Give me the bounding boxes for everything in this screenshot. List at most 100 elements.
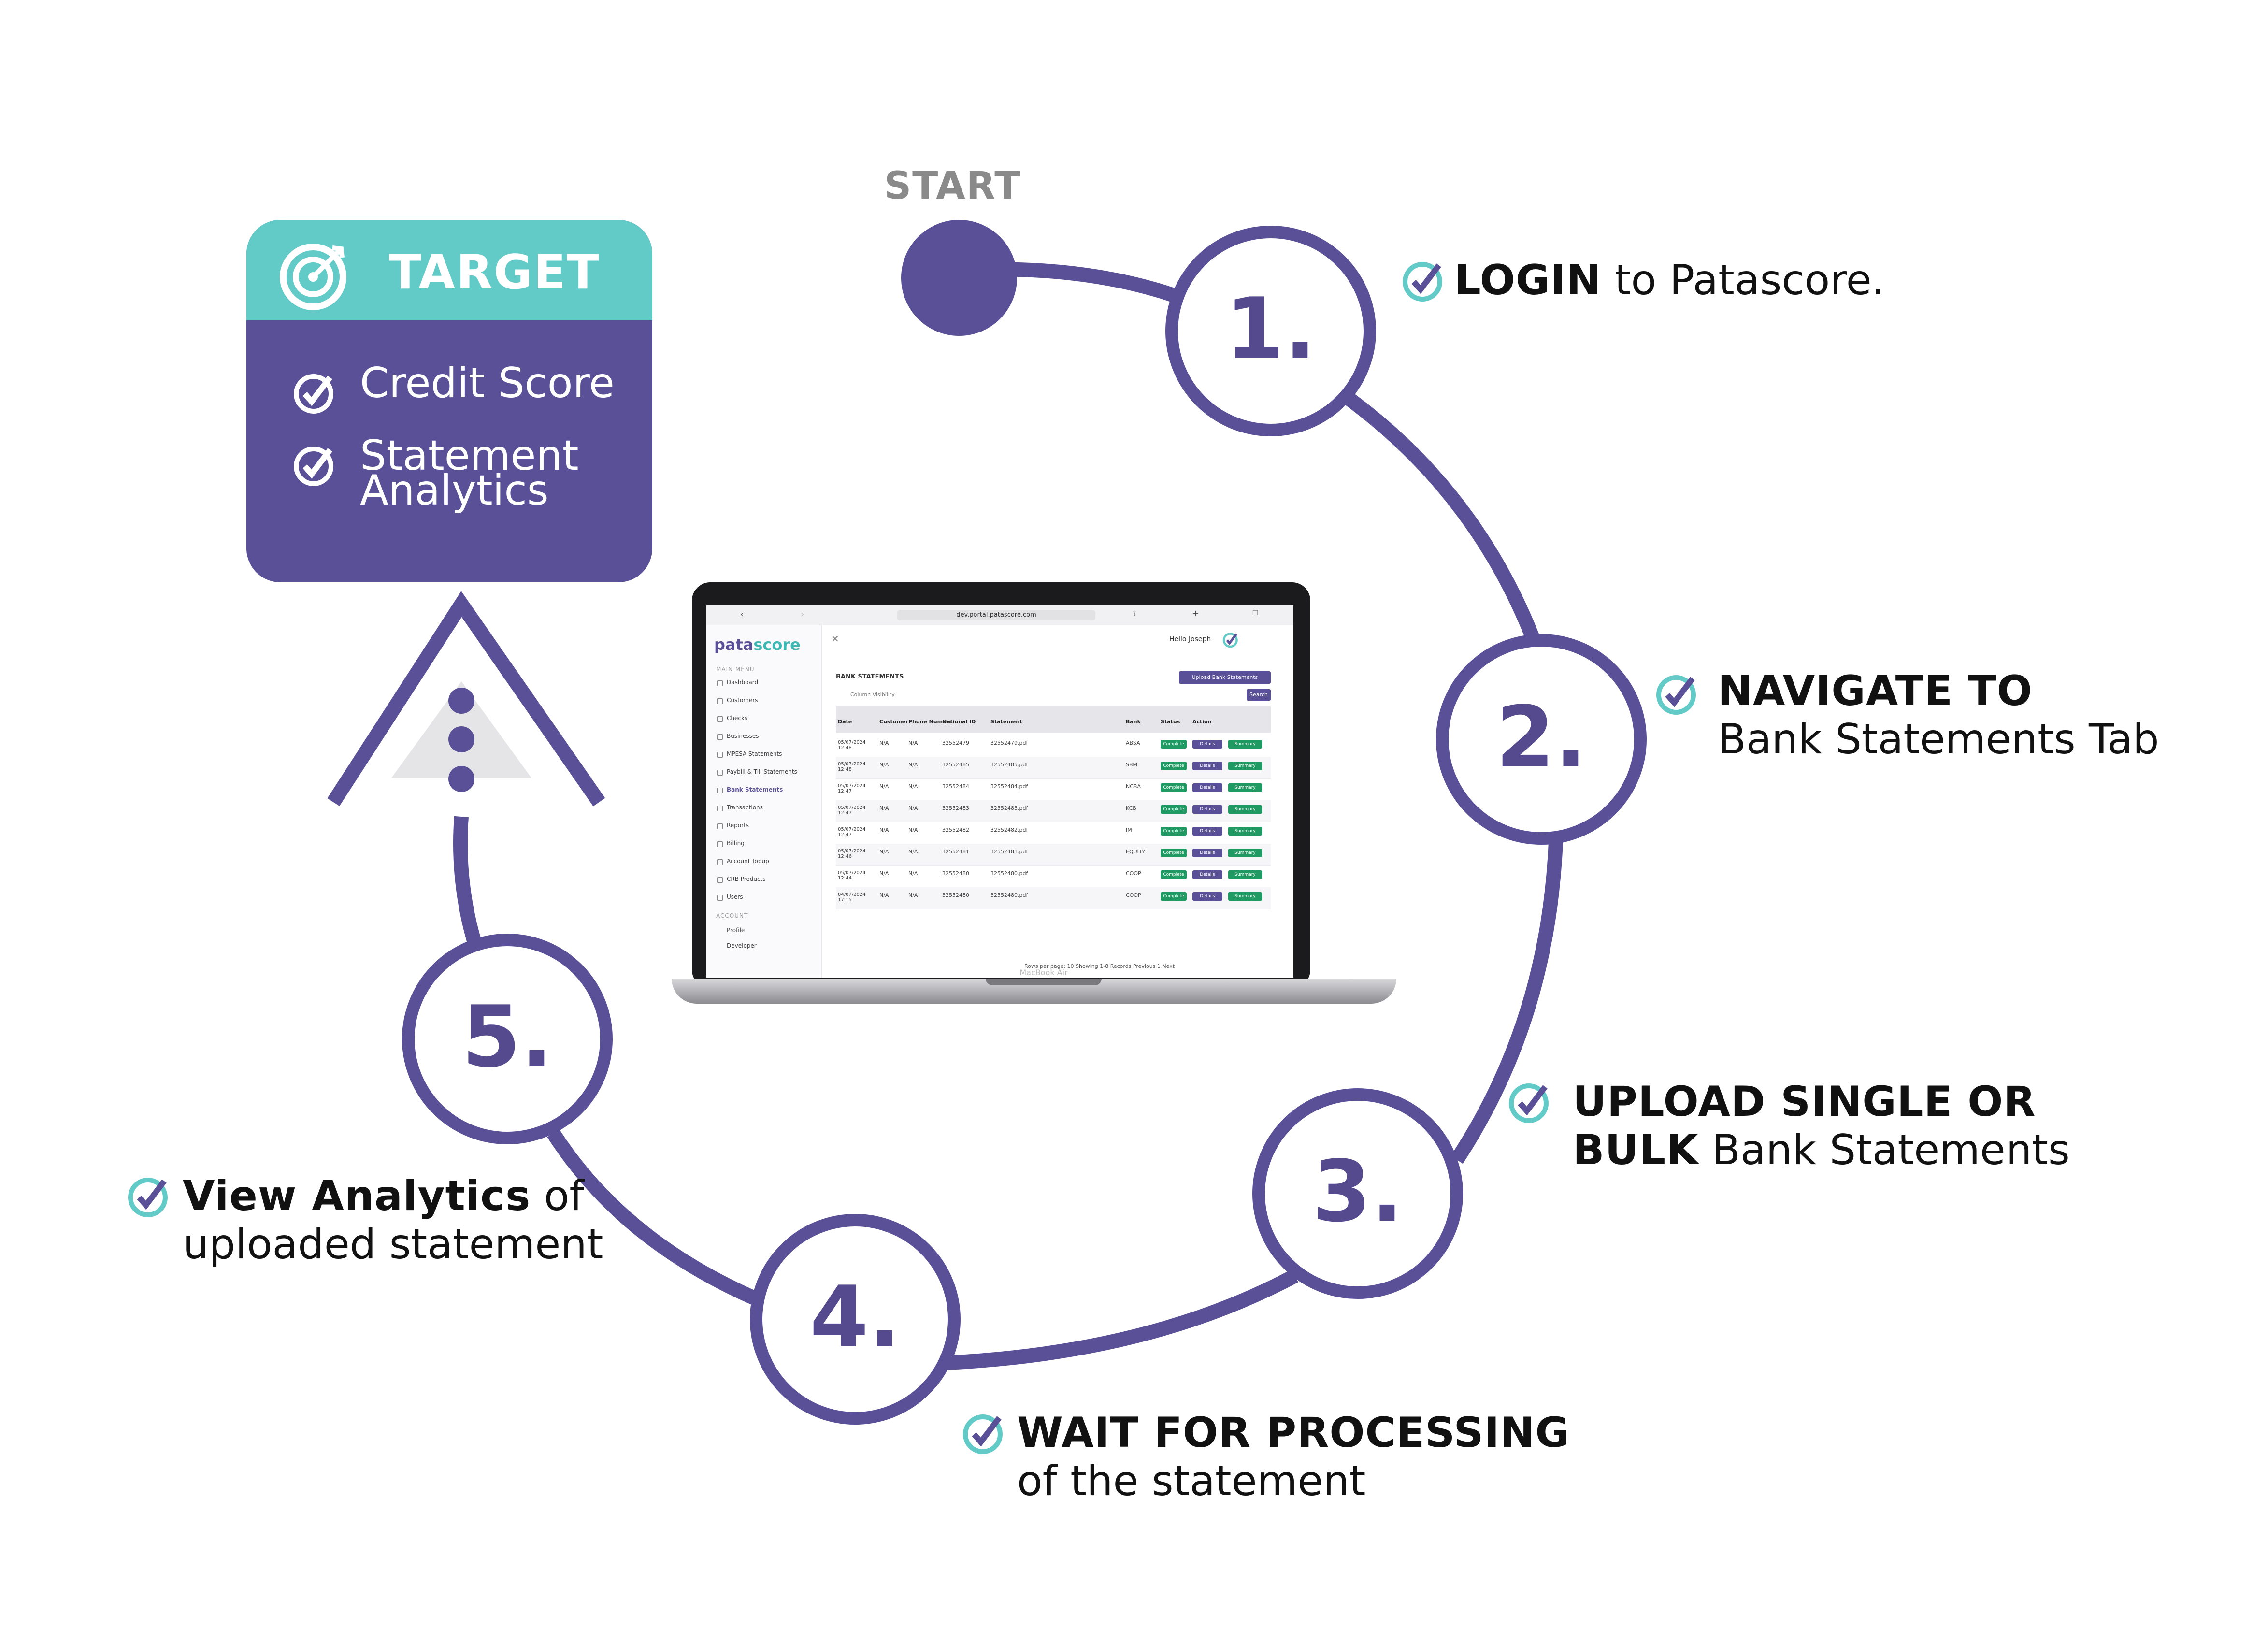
summary-button[interactable]: Summary (1228, 870, 1262, 879)
sidebar-item-dashboard[interactable]: Dashboard (727, 679, 759, 686)
summary-button[interactable]: Summary (1228, 762, 1262, 770)
step-2-line2: Bank Statements Tab (1718, 715, 2159, 764)
menu-item-icon (717, 698, 723, 704)
table-cell: 05/07/2024 12:47 (838, 783, 866, 794)
table-cell: SBM (1126, 762, 1138, 768)
sidebar-item-account-topup[interactable]: Account Topup (727, 858, 769, 865)
pagination[interactable]: Rows per page: 10 Showing 1-8 Records Pr… (1024, 963, 1175, 969)
table-cell: 05/07/2024 12:47 (838, 827, 866, 837)
sidebar-item-transactions[interactable]: Transactions (727, 804, 763, 811)
details-button[interactable]: Details (1192, 827, 1222, 836)
step-5-number: 5. (461, 988, 553, 1086)
sidebar-item-profile[interactable]: Profile (727, 927, 745, 934)
column-visibility-dropdown[interactable]: Column Visibility (850, 692, 895, 698)
sidebar-item-users[interactable]: Users (727, 894, 743, 900)
menu-item-icon (717, 841, 723, 847)
table-cell: 05/07/2024 12:47 (838, 805, 866, 816)
arrow-dot-2 (448, 726, 474, 752)
status-badge: Complete (1161, 740, 1187, 749)
sidebar-item-reports[interactable]: Reports (727, 822, 749, 829)
step-3-bold: UPLOAD SINGLE OR (1573, 1078, 2036, 1126)
upload-bank-statements-button[interactable]: Upload Bank Statements (1179, 671, 1271, 684)
summary-button[interactable]: Summary (1228, 805, 1262, 814)
check-icon (1509, 1083, 1549, 1123)
table-cell: N/A (879, 827, 889, 833)
patascore-logo: patascore (714, 635, 801, 654)
details-button[interactable]: Details (1192, 762, 1222, 770)
menu-item-icon (717, 680, 723, 686)
step-3-number: 3. (1312, 1143, 1404, 1241)
sidebar-item-businesses[interactable]: Businesses (727, 733, 759, 739)
column-header: National ID (942, 719, 976, 725)
summary-button[interactable]: Summary (1228, 783, 1262, 792)
summary-button[interactable]: Summary (1228, 740, 1262, 749)
summary-button[interactable]: Summary (1228, 892, 1262, 901)
back-icon[interactable]: ‹ (740, 609, 744, 620)
url-bar[interactable]: dev.portal.patascore.com (897, 610, 1095, 620)
path-4-to-5 (547, 1129, 761, 1307)
table-cell: 32552485 (942, 762, 969, 768)
laptop-notch (986, 979, 1102, 985)
target-icon (280, 244, 346, 310)
step-3-text: UPLOAD SINGLE OR BULK Bank Statements (1573, 1078, 2070, 1174)
menu-item-icon (717, 752, 723, 758)
search-button[interactable]: Search (1247, 689, 1271, 701)
table-cell: 32552481 (942, 849, 969, 855)
sidebar-item-mpesa-statements[interactable]: MPESA Statements (727, 750, 782, 757)
details-button[interactable]: Details (1192, 740, 1222, 749)
summary-button[interactable]: Summary (1228, 827, 1262, 836)
page-title: BANK STATEMENTS (836, 673, 904, 680)
details-button[interactable]: Details (1192, 805, 1222, 814)
table-cell: N/A (908, 783, 918, 790)
laptop-mockup: ‹ › dev.portal.patascore.com ⇪ + ❐ patas… (672, 582, 1396, 1017)
path-start-to-1 (959, 262, 1189, 307)
target-item-analytics: Analytics (360, 466, 549, 515)
table-cell: 32552480.pdf (990, 870, 1028, 877)
details-button[interactable]: Details (1192, 783, 1222, 792)
details-button[interactable]: Details (1192, 892, 1222, 901)
table-cell: N/A (908, 870, 918, 877)
check-icon (294, 374, 333, 414)
forward-icon[interactable]: › (801, 609, 804, 620)
menu-item-icon (717, 895, 723, 901)
avatar-check-icon[interactable] (1222, 632, 1239, 648)
table-cell: 05/07/2024 12:46 (838, 849, 866, 859)
sidebar-item-checks[interactable]: Checks (727, 715, 748, 721)
share-icon[interactable]: ⇪ (1132, 610, 1137, 618)
check-icon (963, 1414, 1003, 1454)
sidebar-item-bank-statements[interactable]: Bank Statements (727, 786, 783, 793)
sidebar-item-customers[interactable]: Customers (727, 697, 758, 704)
logo-part-a: pata (714, 635, 754, 654)
step-3-circle (1252, 1088, 1463, 1299)
table-cell: N/A (879, 740, 889, 746)
step-4-circle (750, 1214, 961, 1425)
summary-button[interactable]: Summary (1228, 849, 1262, 857)
table-cell: KCB (1126, 805, 1136, 811)
close-icon[interactable]: × (831, 633, 839, 644)
step-4-line2: of the statement (1017, 1457, 1366, 1505)
details-button[interactable]: Details (1192, 849, 1222, 857)
table-cell: IM (1126, 827, 1132, 833)
tabs-icon[interactable]: ❐ (1252, 609, 1259, 617)
table-cell: N/A (879, 762, 889, 768)
sidebar-item-billing[interactable]: Billing (727, 840, 745, 847)
menu-item-icon (717, 877, 723, 883)
table-cell: ABSA (1126, 740, 1140, 746)
new-tab-icon[interactable]: + (1192, 608, 1200, 619)
laptop-brand: MacBook Air (1019, 968, 1068, 977)
details-button[interactable]: Details (1192, 870, 1222, 879)
path-1-to-2 (1341, 390, 1544, 650)
sidebar-item-developer[interactable]: Developer (727, 942, 757, 949)
table-cell: N/A (879, 892, 889, 898)
table-cell: 05/07/2024 12:48 (838, 762, 866, 772)
sidebar-item-crb-products[interactable]: CRB Products (727, 876, 766, 882)
step-4-bold: WAIT FOR PROCESSING (1017, 1409, 1570, 1457)
sidebar-item-paybill-till-statements[interactable]: Paybill & Till Statements (727, 768, 797, 775)
step-5-rest: of (531, 1172, 584, 1220)
table-cell: 32552480 (942, 870, 969, 877)
table-cell: 04/07/2024 17:15 (838, 892, 866, 903)
